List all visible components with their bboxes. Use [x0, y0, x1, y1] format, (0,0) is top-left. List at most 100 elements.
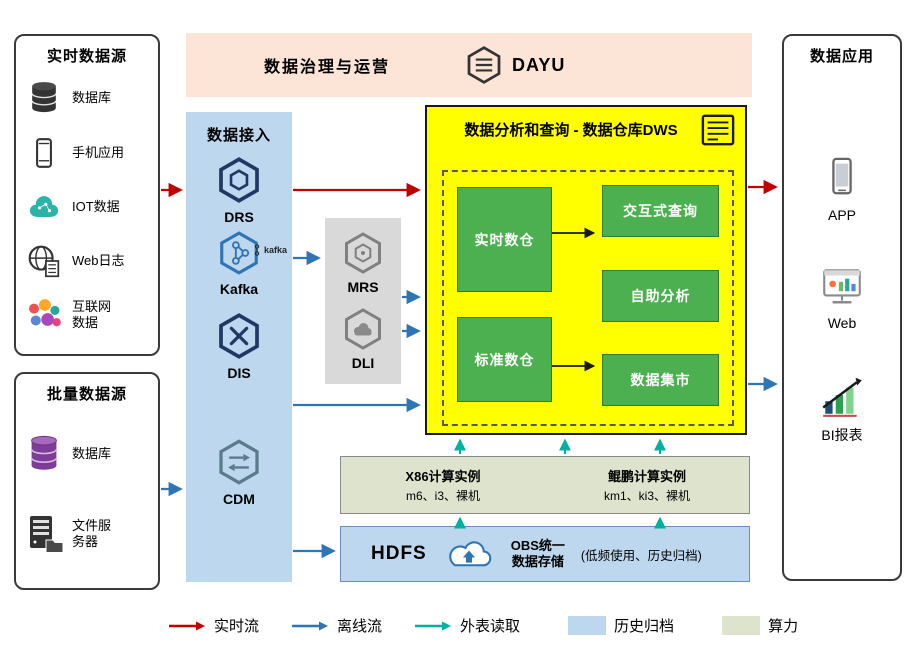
internet-data-icon: [16, 295, 72, 335]
list-item: 数据库: [16, 414, 158, 494]
storage-note: (低频使用、历史归档): [580, 548, 702, 563]
hdfs-label: HDFS: [371, 543, 427, 564]
batch-sources-panel: 批量数据源 数据库: [14, 372, 160, 590]
obs-label: OBS统一 数据存储: [511, 538, 565, 569]
legend: 实时流 离线流 外表读取 历史归档 算力: [168, 615, 798, 636]
list-item: DIS: [186, 312, 292, 381]
application-label: APP: [827, 207, 856, 223]
obs-label-line1: OBS统一: [510, 538, 565, 554]
list-item: MRS: [341, 231, 385, 295]
dayu-logo-label: DAYU: [512, 54, 566, 75]
module-data-mart: 数据集市: [602, 354, 719, 406]
obs-cloud-icon: [443, 535, 495, 573]
x86-compute-title: X86计算实例: [405, 469, 481, 484]
warehouse-title: 数据分析和查询 - 数据仓库DWS: [464, 122, 678, 139]
list-item: APP: [784, 154, 900, 223]
list-item: BI报表: [784, 374, 900, 445]
applications-panel: 数据应用 APP: [782, 34, 902, 581]
processing-item-label: MRS: [347, 278, 379, 295]
module-standard-warehouse: 标准数仓: [457, 317, 552, 402]
x86-compute-sub: m6、i3、裸机: [405, 489, 480, 503]
list-item: 手机应用: [16, 126, 158, 180]
globe-icon: [16, 240, 72, 282]
kafka-brand-label: kafka: [264, 245, 288, 255]
legend-label: 实时流: [214, 618, 260, 635]
compute-box: X86计算实例 m6、i3、裸机 鲲鹏计算实例 km1、ki3、裸机: [340, 456, 750, 514]
legend-item-compute: 算力: [722, 615, 798, 636]
kafka-brand: kafka: [252, 244, 287, 256]
list-item: DRS: [186, 156, 292, 225]
legend-label: 算力: [768, 618, 799, 635]
applications-title: 数据应用: [809, 48, 874, 65]
batch-sources-title: 批量数据源: [46, 386, 127, 403]
list-item: CDM: [186, 438, 292, 507]
legend-item-realtime: 实时流: [168, 615, 259, 636]
dws-doc-icon: [699, 113, 737, 147]
processing-item-label: DLI: [351, 355, 375, 372]
module-interactive-query: 交互式查询: [602, 185, 719, 237]
bi-chart-icon: [819, 374, 865, 418]
phone-icon: [16, 132, 72, 174]
ingestion-title: 数据接入: [206, 127, 271, 144]
list-item: Web日志: [16, 234, 158, 288]
module-self-service-analysis: 自助分析: [602, 270, 719, 322]
application-label: BI报表: [821, 427, 863, 443]
source-label: 数据库: [72, 445, 112, 461]
list-item: Kafka: [186, 230, 292, 297]
source-label: 手机应用: [72, 144, 125, 160]
drs-icon: [215, 156, 263, 204]
legend-item-archive: 历史归档: [568, 615, 674, 636]
legend-label: 离线流: [337, 618, 383, 635]
list-item: Web: [784, 264, 900, 331]
realtime-sources-panel: 实时数据源 数据库 手机应用: [14, 34, 160, 356]
mrs-icon: [341, 231, 385, 275]
realtime-sources-title: 实时数据源: [46, 48, 127, 65]
file-server-icon: [16, 512, 72, 556]
dayu-logo-icon: [464, 45, 504, 85]
ingestion-item-label: Kafka: [219, 281, 259, 297]
list-item: 互联网数据: [16, 288, 158, 342]
source-label: IOT数据: [72, 198, 120, 214]
x86-compute: X86计算实例 m6、i3、裸机: [341, 457, 545, 513]
dis-icon: [215, 312, 263, 360]
governance-title: 数据治理与运营: [264, 59, 391, 76]
legend-item-external-read: 外表读取: [414, 615, 520, 636]
iot-icon: [16, 187, 72, 227]
processing-box: MRS DLI: [325, 218, 401, 384]
ingestion-item-label: DIS: [227, 365, 251, 381]
ingestion-column: 数据接入 DRS: [186, 112, 292, 582]
warehouse-inner-frame: [442, 170, 734, 426]
kunpeng-compute-sub: km1、ki3、裸机: [603, 489, 690, 503]
app-phone-icon: [821, 154, 863, 200]
ingestion-item-label: CDM: [223, 491, 255, 507]
kafka-icon: [216, 230, 262, 276]
offline-arrow-icon: [292, 621, 329, 630]
web-app-icon: [819, 264, 865, 308]
application-label: Web: [827, 315, 857, 331]
dayu-logo: DAYU: [464, 45, 565, 85]
governance-banner: 数据治理与运营 DAYU: [186, 33, 752, 97]
source-label: 文件服务器: [72, 517, 112, 549]
legend-item-offline: 离线流: [291, 615, 382, 636]
database-icon: [16, 77, 72, 119]
obs-label-line2: 数据存储: [511, 554, 564, 569]
source-label: 互联网数据: [72, 298, 112, 330]
warehouse-box: 数据分析和查询 - 数据仓库DWS 实时数仓 标准数仓 交互式查询 自助分析 数…: [425, 105, 747, 435]
kunpeng-compute: 鲲鹏计算实例 km1、ki3、裸机: [545, 457, 749, 513]
cdm-icon: [215, 438, 263, 486]
module-realtime-warehouse: 实时数仓: [457, 187, 552, 292]
realtime-arrow-icon: [169, 621, 205, 630]
list-item: 数据库: [16, 70, 158, 126]
source-label: 数据库: [72, 89, 112, 105]
legend-label: 外表读取: [460, 618, 521, 635]
external-read-arrow-icon: [415, 621, 452, 630]
compute-swatch: [722, 616, 761, 635]
list-item: IOT数据: [16, 180, 158, 234]
list-item: DLI: [341, 307, 385, 371]
list-item: 文件服务器: [16, 494, 158, 574]
kafka-brand-icon: [254, 244, 260, 256]
ingestion-item-label: DRS: [224, 209, 254, 225]
kunpeng-compute-title: 鲲鹏计算实例: [607, 469, 686, 484]
source-label: Web日志: [72, 252, 125, 268]
